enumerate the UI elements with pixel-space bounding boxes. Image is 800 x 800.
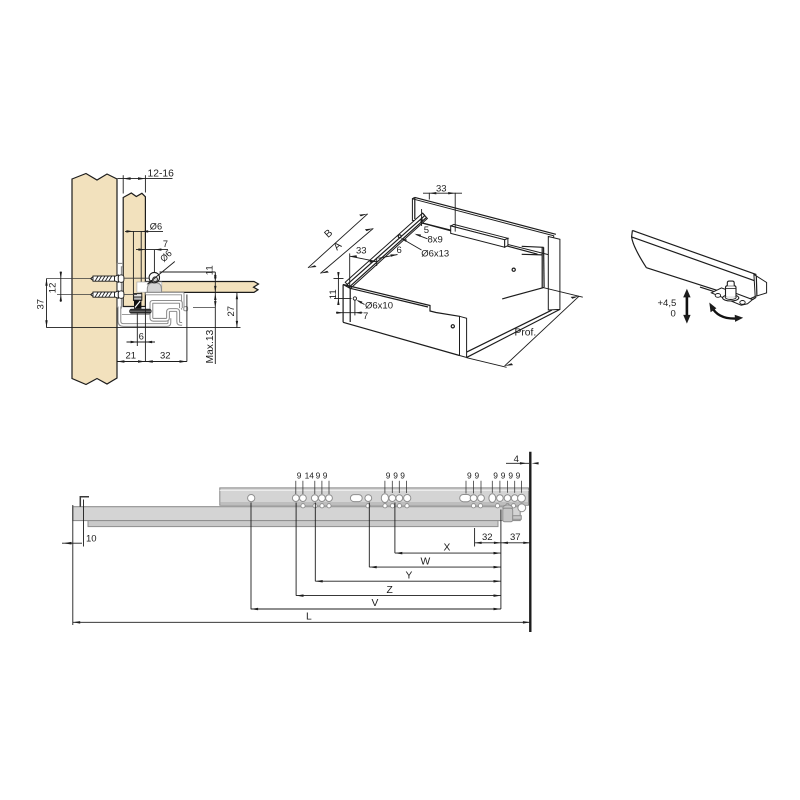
svg-text:Ø6x10: Ø6x10 bbox=[365, 301, 393, 312]
svg-text:Max.13: Max.13 bbox=[205, 329, 216, 363]
svg-text:32: 32 bbox=[160, 350, 171, 361]
svg-text:32: 32 bbox=[482, 532, 493, 543]
svg-text:+4,5: +4,5 bbox=[658, 298, 677, 309]
svg-text:27: 27 bbox=[226, 306, 237, 317]
svg-text:21: 21 bbox=[126, 350, 137, 361]
svg-text:7: 7 bbox=[163, 239, 168, 249]
svg-text:Y: Y bbox=[406, 570, 413, 581]
svg-text:33: 33 bbox=[356, 246, 367, 257]
svg-text:V: V bbox=[372, 598, 379, 609]
svg-text:12-16: 12-16 bbox=[148, 169, 175, 180]
svg-text:9: 9 bbox=[493, 471, 498, 481]
svg-text:9: 9 bbox=[297, 471, 302, 481]
svg-text:9: 9 bbox=[386, 471, 391, 481]
svg-text:33: 33 bbox=[436, 183, 447, 194]
svg-text:11: 11 bbox=[205, 265, 216, 275]
svg-text:9: 9 bbox=[508, 471, 513, 481]
svg-text:Z: Z bbox=[387, 585, 393, 596]
svg-text:6: 6 bbox=[397, 245, 402, 256]
svg-text:6: 6 bbox=[139, 331, 144, 342]
svg-text:9: 9 bbox=[516, 471, 521, 481]
svg-text:9: 9 bbox=[400, 471, 405, 481]
svg-text:9: 9 bbox=[467, 471, 472, 481]
svg-text:14: 14 bbox=[305, 471, 315, 481]
svg-text:Prof.: Prof. bbox=[515, 328, 537, 339]
svg-text:9: 9 bbox=[475, 471, 480, 481]
svg-text:4: 4 bbox=[514, 454, 519, 465]
svg-text:5: 5 bbox=[424, 225, 429, 236]
svg-text:0: 0 bbox=[671, 308, 676, 319]
svg-text:11: 11 bbox=[328, 289, 339, 299]
svg-text:Ø6: Ø6 bbox=[150, 222, 162, 232]
svg-text:9: 9 bbox=[323, 471, 328, 481]
svg-text:Ø6x13: Ø6x13 bbox=[421, 249, 449, 260]
svg-text:37: 37 bbox=[36, 299, 47, 310]
svg-text:12: 12 bbox=[48, 283, 59, 294]
svg-text:8x9: 8x9 bbox=[428, 235, 443, 246]
svg-text:W: W bbox=[421, 556, 431, 567]
svg-text:10: 10 bbox=[86, 534, 97, 545]
svg-text:X: X bbox=[444, 542, 451, 553]
svg-text:37: 37 bbox=[510, 532, 521, 543]
svg-text:9: 9 bbox=[393, 471, 398, 481]
svg-text:L: L bbox=[306, 612, 312, 623]
svg-text:9: 9 bbox=[316, 471, 321, 481]
svg-text:9: 9 bbox=[501, 471, 506, 481]
svg-text:7: 7 bbox=[363, 311, 368, 322]
